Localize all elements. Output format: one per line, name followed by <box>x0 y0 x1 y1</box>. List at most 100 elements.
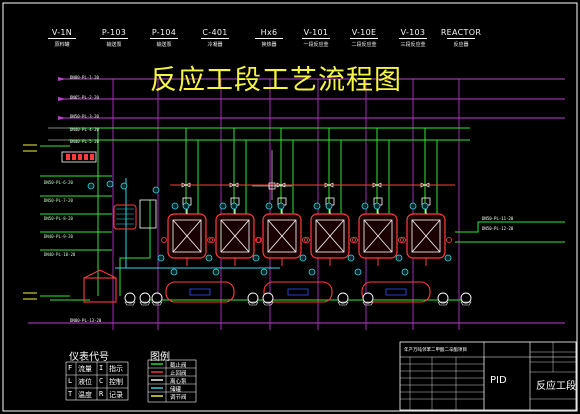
instrument-bubble <box>260 268 268 276</box>
tag-underline <box>201 38 229 39</box>
legend-symbol-name: 储罐 <box>170 387 182 393</box>
gate-valve <box>372 182 382 188</box>
vessel-jacket <box>267 219 297 253</box>
equipment-name: 输送泵 <box>156 42 172 48</box>
reactor-vessel <box>304 197 356 266</box>
instrument-bubble <box>205 254 213 262</box>
instrument-bubble <box>120 182 128 190</box>
tag-underline <box>255 38 283 39</box>
instrument-bubble <box>171 202 179 210</box>
instrument-bubble <box>401 268 409 276</box>
inlet-line-label: DN65-PL-2-20 <box>70 95 99 100</box>
centrifugal-pump <box>124 292 136 304</box>
centrifugal-pump <box>337 292 349 304</box>
pump-base <box>151 301 163 306</box>
pump-base <box>460 301 472 306</box>
outlet-line-label: DN50-PL-11-20 <box>482 216 514 221</box>
equipment-code: Hx6 <box>260 28 278 37</box>
vessel-jacket <box>411 219 441 253</box>
receiver-roof <box>83 269 117 279</box>
legend-symbol-name: 截止阀 <box>170 363 187 369</box>
symbol-legend-title: 图例 <box>150 352 170 363</box>
equipment-name: 冷凝器 <box>207 42 223 48</box>
gate-valve <box>276 182 286 188</box>
instrument-bubble <box>219 202 227 210</box>
left-stream-label: DN40-PL-9-20 <box>44 234 73 239</box>
vessel-jacket <box>220 219 250 253</box>
pump-base <box>362 301 374 306</box>
equipment-name: 换热器 <box>261 42 277 48</box>
instrument-bubble <box>106 180 114 188</box>
centrifugal-pump <box>460 292 472 304</box>
legend-text: 流量 <box>78 365 92 373</box>
centrifugal-pump <box>151 292 163 304</box>
pump-base <box>139 301 151 306</box>
agitator-blade <box>363 219 393 253</box>
legend-text: 记录 <box>109 391 123 399</box>
tag-underline <box>100 38 128 39</box>
instrument-bubble <box>265 202 273 210</box>
instrument-legend-title: 仪表代号 <box>69 352 109 363</box>
reactor-vessels <box>61 151 452 303</box>
tank-level-gauge <box>287 288 309 296</box>
legend-text: 温度 <box>78 391 92 399</box>
instrument-bubble <box>87 182 95 190</box>
tag-underline <box>350 38 378 39</box>
legend-text: 指示 <box>109 365 123 373</box>
pumps <box>124 292 472 306</box>
pump-base <box>437 301 449 306</box>
centrifugal-pump <box>262 292 274 304</box>
gate-valve <box>324 182 334 188</box>
equipment-name: 二段反应釜 <box>351 42 377 48</box>
inlet-line-label: DN80-PL-1-20 <box>70 75 99 80</box>
cursor-box <box>268 182 276 190</box>
nozzle <box>352 237 358 243</box>
manifold-valve <box>72 154 76 160</box>
instrument-bubble <box>444 254 452 262</box>
manifold <box>61 151 97 163</box>
symbol-legend-box <box>147 359 197 403</box>
nozzle <box>350 237 356 243</box>
instrument-bubble <box>170 268 178 276</box>
instrument-bubble <box>152 186 160 194</box>
instrument-bubble <box>277 202 285 210</box>
pump-base <box>337 301 349 306</box>
equipment-code: P-103 <box>101 28 127 37</box>
legend-symbol-name: 止回阀 <box>170 371 187 377</box>
left-stream-label: DN50-PL-8-20 <box>44 216 73 221</box>
instrument-bubble <box>325 202 333 210</box>
gate-valve <box>420 182 430 188</box>
equipment-code: C-401 <box>202 28 228 37</box>
equipment-tag: C-401 冷凝器 <box>191 28 239 48</box>
instrument-bubble <box>361 202 369 210</box>
receiver-tank <box>83 277 117 303</box>
equipment-tag: REACTOR 反应器 <box>437 28 485 48</box>
left-stream-label: DN50-PL-7-20 <box>44 198 73 203</box>
instrument-bubble <box>252 254 260 262</box>
pump-base <box>262 301 274 306</box>
flow-arrow <box>58 97 66 101</box>
outlet-line-label: DN50-PL-12-20 <box>482 226 514 231</box>
drawing-title: 反应工段工艺流程图 <box>150 65 402 96</box>
condenser <box>139 199 157 229</box>
equipment-code: REACTOR <box>440 28 482 37</box>
centrifugal-pump <box>139 292 151 304</box>
drawing-type: PID <box>490 375 507 386</box>
equipment-code: V-101 <box>303 28 329 37</box>
gate-valve <box>181 182 191 188</box>
equipment-tag: Hx6 换热器 <box>245 28 293 48</box>
nozzle <box>398 237 404 243</box>
nozzle <box>446 237 452 243</box>
instrument-bubble <box>230 202 238 210</box>
heat-exchanger <box>113 204 137 230</box>
equipment-name: 反应器 <box>453 42 469 48</box>
left-stream-label: DN50-PL-6-20 <box>44 180 73 185</box>
manifold-valve <box>78 154 82 160</box>
agitator-blade <box>172 219 202 253</box>
equipment-code: V-103 <box>400 28 426 37</box>
